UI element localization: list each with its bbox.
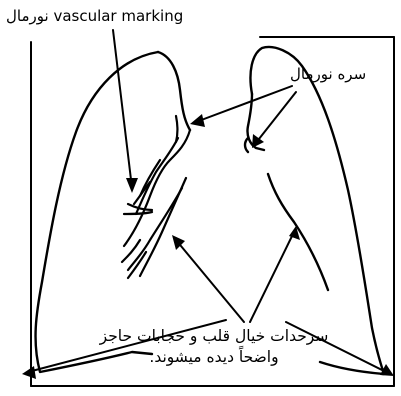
arrowhead-diaphragm-right bbox=[22, 366, 36, 379]
arrow-heart-right bbox=[176, 240, 244, 322]
right-lung-outline bbox=[36, 52, 158, 372]
arrow-hilum-left bbox=[255, 92, 296, 144]
arrowhead-hilum-right bbox=[190, 114, 205, 127]
arrowhead-vascular-marking bbox=[126, 178, 138, 193]
arrow-vascular-marking bbox=[113, 30, 132, 188]
left-hilum-small-mark bbox=[245, 138, 248, 152]
right-lung-mediastinal-border bbox=[158, 52, 190, 130]
heart-borders-label: سرحدات خیال قلب و حجابات حاجز واضحاً دید… bbox=[78, 326, 350, 369]
hilum-trunk-inner bbox=[136, 138, 178, 214]
vascular-marking-label: نورمال vascular marking bbox=[6, 7, 183, 25]
vessel-branch-1 bbox=[176, 116, 178, 142]
hilum-label: سره نورمال bbox=[290, 65, 366, 83]
left-lung-outline bbox=[250, 47, 384, 374]
left-lung-heart-border bbox=[268, 174, 328, 290]
arrow-heart-left bbox=[250, 232, 294, 322]
vessel-branch-5 bbox=[124, 212, 152, 214]
